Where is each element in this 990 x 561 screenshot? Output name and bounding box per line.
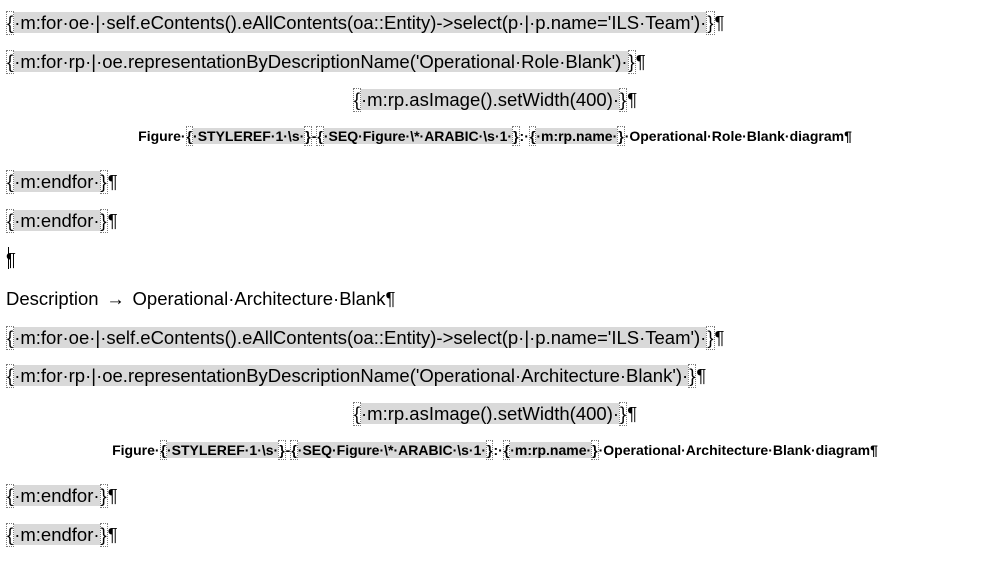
field-open-brace: {	[6, 364, 15, 388]
caption-suffix: ·Operational·Architecture·Blank·diagram	[598, 442, 871, 458]
caption-dash: -	[311, 128, 317, 144]
pilcrow: ¶	[107, 524, 118, 545]
field-code-line[interactable]: {·m:for·rp·|·oe.representationByDescript…	[0, 50, 990, 74]
field-close-brace: }	[688, 364, 697, 388]
field-close-brace: }	[278, 440, 286, 460]
field-close-brace: }	[99, 484, 108, 508]
field-code-line[interactable]: {·m:endfor·}¶	[0, 484, 990, 508]
styleref-field: ·STYLEREF·1·\s·	[193, 128, 305, 144]
field-code-text: ·m:rp.asImage().setWidth(400)·	[361, 89, 620, 110]
field-close-brace: }	[617, 126, 625, 146]
seq-field: ·SEQ·Figure·\*·ARABIC·\s·1·	[297, 442, 487, 458]
field-open-brace: {	[528, 126, 537, 146]
field-code-line[interactable]: {·m:for·rp·|·oe.representationByDescript…	[0, 364, 990, 388]
field-open-brace: {	[6, 11, 15, 35]
pilcrow: ¶	[627, 403, 638, 424]
field-open-brace: {	[159, 440, 167, 460]
image-field-line[interactable]: {·m:rp.asImage().setWidth(400)·}¶	[0, 402, 990, 426]
caption-prefix: Figure·	[112, 442, 160, 458]
field-code-text: ·m:endfor·	[14, 524, 100, 545]
caption-separator: :·	[493, 442, 503, 458]
field-close-brace: }	[99, 523, 108, 547]
field-code-text: ·m:endfor·	[14, 485, 100, 506]
field-open-brace: {	[316, 126, 324, 146]
field-code-text: ·m:for·rp·|·oe.representationByDescripti…	[14, 365, 689, 386]
figure-caption[interactable]: Figure·{·STYLEREF·1·\s·}-{·SEQ·Figure·\*…	[0, 440, 990, 460]
seq-field: ·SEQ·Figure·\*·ARABIC·\s·1·	[323, 128, 513, 144]
text-cursor	[8, 247, 9, 269]
pilcrow: ¶	[696, 365, 707, 386]
image-field-line[interactable]: {·m:rp.asImage().setWidth(400)·}¶	[0, 88, 990, 112]
field-close-brace: }	[619, 402, 628, 426]
pilcrow: ¶	[385, 288, 396, 309]
pilcrow: ¶	[107, 485, 118, 506]
pilcrow: ¶	[714, 327, 725, 348]
field-close-brace: }	[706, 326, 715, 350]
field-open-brace: {	[290, 440, 298, 460]
field-close-brace: }	[591, 440, 599, 460]
empty-paragraph[interactable]: ¶	[0, 248, 990, 272]
pilcrow: ¶	[870, 442, 878, 458]
description-line[interactable]: Description → Operational·Architecture·Bla…	[0, 287, 990, 311]
pilcrow: ¶	[714, 12, 725, 33]
description-label: Description	[6, 288, 99, 309]
field-open-brace: {	[6, 523, 15, 547]
field-open-brace: {	[352, 88, 361, 112]
field-code-text: ·m:endfor·	[14, 171, 100, 192]
field-code-line[interactable]: {·m:endfor·}¶	[0, 209, 990, 233]
pilcrow: ¶	[844, 128, 852, 144]
caption-separator: :·	[519, 128, 529, 144]
field-close-brace: }	[99, 209, 108, 233]
styleref-field: ·STYLEREF·1·\s·	[166, 442, 279, 458]
field-close-brace: }	[512, 126, 520, 146]
field-close-brace: }	[627, 50, 636, 74]
pilcrow: ¶	[6, 249, 16, 270]
field-open-brace: {	[6, 170, 15, 194]
field-open-brace: {	[6, 50, 15, 74]
caption-dash: -	[285, 442, 291, 458]
field-close-brace: }	[706, 11, 715, 35]
field-open-brace: {	[6, 209, 15, 233]
field-code-line[interactable]: {·m:endfor·}¶	[0, 170, 990, 194]
field-close-brace: }	[486, 440, 494, 460]
field-code-line[interactable]: {·m:for·oe·|·self.eContents().eAllConten…	[0, 326, 990, 350]
field-code-text: ·m:for·oe·|·self.eContents().eAllContent…	[14, 327, 707, 348]
pilcrow: ¶	[635, 51, 646, 72]
caption-prefix: Figure·	[138, 128, 186, 144]
field-open-brace: {	[502, 440, 511, 460]
field-close-brace: }	[304, 126, 312, 146]
pilcrow: ¶	[627, 89, 638, 110]
caption-suffix: ·Operational·Role·Blank·diagram	[624, 128, 845, 144]
field-code-text: ·m:for·oe·|·self.eContents().eAllContent…	[14, 12, 707, 33]
field-open-brace: {	[6, 326, 15, 350]
pilcrow: ¶	[107, 171, 118, 192]
field-code-text: ·m:endfor·	[14, 210, 100, 231]
field-code-line[interactable]: {·m:endfor·}¶	[0, 523, 990, 547]
field-close-brace: }	[619, 88, 628, 112]
field-code-text: ·m:rp.asImage().setWidth(400)·	[361, 403, 620, 424]
pilcrow: ¶	[107, 210, 118, 231]
figure-caption[interactable]: Figure·{·STYLEREF·1·\s·}-{·SEQ·Figure·\*…	[0, 126, 990, 146]
name-field: ·m:rp.name·	[536, 128, 618, 144]
field-open-brace: {	[185, 126, 194, 146]
tab-arrow-icon: →	[106, 288, 125, 309]
field-open-brace: {	[6, 484, 15, 508]
field-open-brace: {	[352, 402, 361, 426]
field-code-line[interactable]: {·m:for·oe·|·self.eContents().eAllConten…	[0, 11, 990, 35]
field-close-brace: }	[99, 170, 108, 194]
description-value: Operational·Architecture·Blank	[132, 288, 386, 309]
name-field: ·m:rp.name·	[510, 442, 592, 458]
field-code-text: ·m:for·rp·|·oe.representationByDescripti…	[14, 51, 628, 72]
